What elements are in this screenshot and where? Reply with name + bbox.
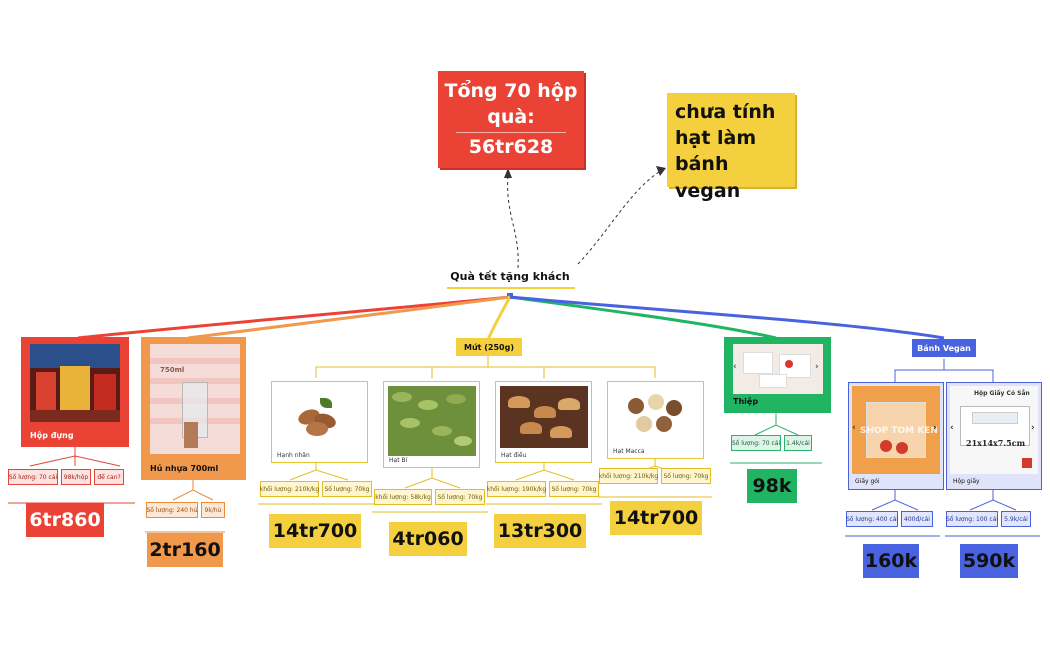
thiep-quantity[interactable]: Số lượng: 70 cái — [731, 435, 781, 451]
hat-macca-quantity[interactable]: Số lượng: 70kg — [661, 468, 711, 484]
giay-goi-quantity[interactable]: Số lượng: 400 cái — [846, 511, 898, 527]
total-note[interactable]: Tổng 70 hộp quà: 56tr628 — [438, 71, 584, 168]
red-sub — [29, 447, 121, 467]
branch-red — [77, 295, 511, 340]
hat-dieu-quantity[interactable]: Số lượng: 70kg — [549, 481, 599, 497]
hop-giay-photo-title: Hộp Giấy Có Sẵn — [974, 390, 1030, 397]
side-note[interactable]: chưa tính hạt làm bánh vegan — [667, 93, 795, 202]
root-node[interactable]: Quà tết tặng khách — [450, 270, 570, 283]
thiep-total[interactable]: 98k — [747, 469, 797, 503]
total-line-1: Tổng 70 hộp — [444, 80, 578, 102]
hat-bi-weight[interactable]: khối lượng: 58k/kg — [374, 489, 432, 505]
arrow-to-total — [507, 174, 519, 269]
nut-card-hat-dieu[interactable]: Hạt điều — [495, 381, 592, 463]
hop-giay-unit-price[interactable]: 5.9k/cái — [1001, 511, 1031, 527]
thiep-caption: Thiệp — [733, 397, 759, 406]
giay-goi-photo: SHOP TOM KEN — [852, 386, 940, 474]
hat-dieu-weight[interactable]: khối lượng: 190k/kg — [487, 481, 546, 497]
hop-giay-photo: Hộp Giấy Có Sẵn 21x14x7.5cm — [950, 386, 1038, 474]
arrow-to-note — [577, 169, 663, 265]
hanh-nhan-weight[interactable]: khối lượng: 210k/kg — [260, 481, 319, 497]
giay-goi-unit-price[interactable]: 400đ/cái — [901, 511, 933, 527]
hat-dieu-photo — [500, 386, 588, 448]
arrow-head-note — [656, 166, 666, 176]
chevron-left-icon[interactable]: ‹ — [852, 423, 856, 433]
hat-macca-weight[interactable]: khối lượng: 210k/kg — [599, 468, 658, 484]
chevron-left-icon[interactable]: ‹ — [950, 423, 954, 433]
thiep-unit-price[interactable]: 1.4k/cái — [784, 435, 812, 451]
node-thiep[interactable]: ‹ › Thiệp — [724, 337, 831, 413]
branch-orange — [187, 295, 511, 340]
hu-nhua-caption: Hủ nhựa 700ml — [150, 464, 219, 473]
hop-dung-photo — [30, 344, 120, 422]
hu-nhua-total[interactable]: 2tr160 — [147, 533, 223, 567]
hanh-nhan-quantity[interactable]: Số lượng: 70kg — [322, 481, 372, 497]
chevron-right-icon[interactable]: › — [1031, 423, 1035, 433]
yellow-sub-leaves — [289, 458, 687, 489]
green-sub — [754, 413, 799, 436]
hop-dung-total[interactable]: 6tr860 — [26, 503, 104, 537]
hu-nhua-photo: 750ml — [150, 344, 240, 454]
orange-sub — [172, 480, 214, 501]
branch-blue — [509, 295, 945, 340]
hop-giay-quantity[interactable]: Số lượng: 100 cái — [946, 511, 998, 527]
chevron-right-icon[interactable]: › — [815, 362, 819, 372]
hop-giay-total[interactable]: 590k — [960, 544, 1018, 578]
root-dot — [507, 293, 513, 299]
nut-card-hanh-nhan[interactable]: Hạnh nhân — [271, 381, 368, 463]
branch-yellow — [486, 296, 512, 341]
hanh-nhan-total[interactable]: 14tr700 — [269, 514, 361, 548]
hat-macca-total[interactable]: 14tr700 — [610, 501, 702, 535]
hu-nhua-unit-price[interactable]: 9k/hủ — [201, 502, 225, 518]
hat-macca-photo — [622, 388, 690, 436]
node-hop-giay[interactable]: Hộp Giấy Có Sẵn 21x14x7.5cm ‹ › Hộp giấy — [946, 382, 1042, 490]
chevron-right-icon[interactable]: › — [933, 423, 937, 433]
hat-dieu-label: Hạt điều — [501, 452, 527, 459]
giay-goi-total[interactable]: 160k — [863, 544, 919, 578]
hat-bi-quantity[interactable]: Số lượng: 70kg — [435, 489, 485, 505]
hanh-nhan-photo — [290, 392, 350, 440]
total-line-2: quà: — [487, 105, 535, 128]
hu-nhua-quantity[interactable]: Số lượng: 240 hủ — [146, 502, 198, 518]
hat-bi-total[interactable]: 4tr060 — [389, 522, 467, 556]
hat-bi-photo — [388, 386, 476, 456]
hop-dung-note[interactable]: để can? — [94, 469, 124, 485]
hop-giay-caption: Hộp giấy — [953, 478, 980, 485]
mut-header[interactable]: Mứt (250g) — [456, 338, 522, 356]
banh-vegan-header[interactable]: Bánh Vegan — [912, 339, 976, 357]
yellow-sub — [315, 356, 656, 378]
hop-dung-caption: Hộp đựng — [30, 431, 74, 440]
giay-goi-caption: Giấy gói — [855, 478, 880, 485]
node-hu-nhua[interactable]: 750ml Hủ nhựa 700ml — [141, 337, 246, 480]
node-giay-goi[interactable]: SHOP TOM KEN ‹ › Giấy gói — [848, 382, 944, 490]
arrow-head-total — [504, 168, 512, 178]
hat-bi-label: Hạt Bí — [389, 457, 408, 464]
hat-dieu-total[interactable]: 13tr300 — [494, 514, 586, 548]
nut-card-hat-bi[interactable]: Hạt Bí — [383, 381, 480, 468]
total-rule — [456, 132, 566, 134]
branch-green — [509, 295, 777, 340]
node-hop-dung[interactable]: Hộp đựng — [21, 337, 129, 447]
hop-dung-quantity[interactable]: Số lượng: 70 cái — [8, 469, 58, 485]
side-note-line-1: chưa tính — [675, 101, 776, 123]
side-note-line-2: hạt làm — [675, 127, 757, 150]
blue-sub — [894, 359, 994, 382]
hu-nhua-photo-text: 750ml — [160, 366, 185, 374]
hop-dung-unit-price[interactable]: 98k/hộp — [61, 469, 91, 485]
nut-card-hat-macca[interactable]: Hạt Macca — [607, 381, 704, 459]
hat-macca-label: Hạt Macca — [613, 448, 645, 455]
chevron-left-icon[interactable]: ‹ — [733, 362, 737, 372]
thiep-photo — [733, 344, 823, 394]
total-line-3: 56tr628 — [468, 136, 554, 159]
hop-giay-photo-size: 21x14x7.5cm — [966, 438, 1026, 448]
giay-goi-watermark: SHOP TOM KEN — [860, 426, 938, 436]
hanh-nhan-label: Hạnh nhân — [277, 452, 310, 459]
blue-sub-leaves — [871, 490, 1017, 511]
side-note-line-3: bánh vegan — [675, 153, 741, 202]
